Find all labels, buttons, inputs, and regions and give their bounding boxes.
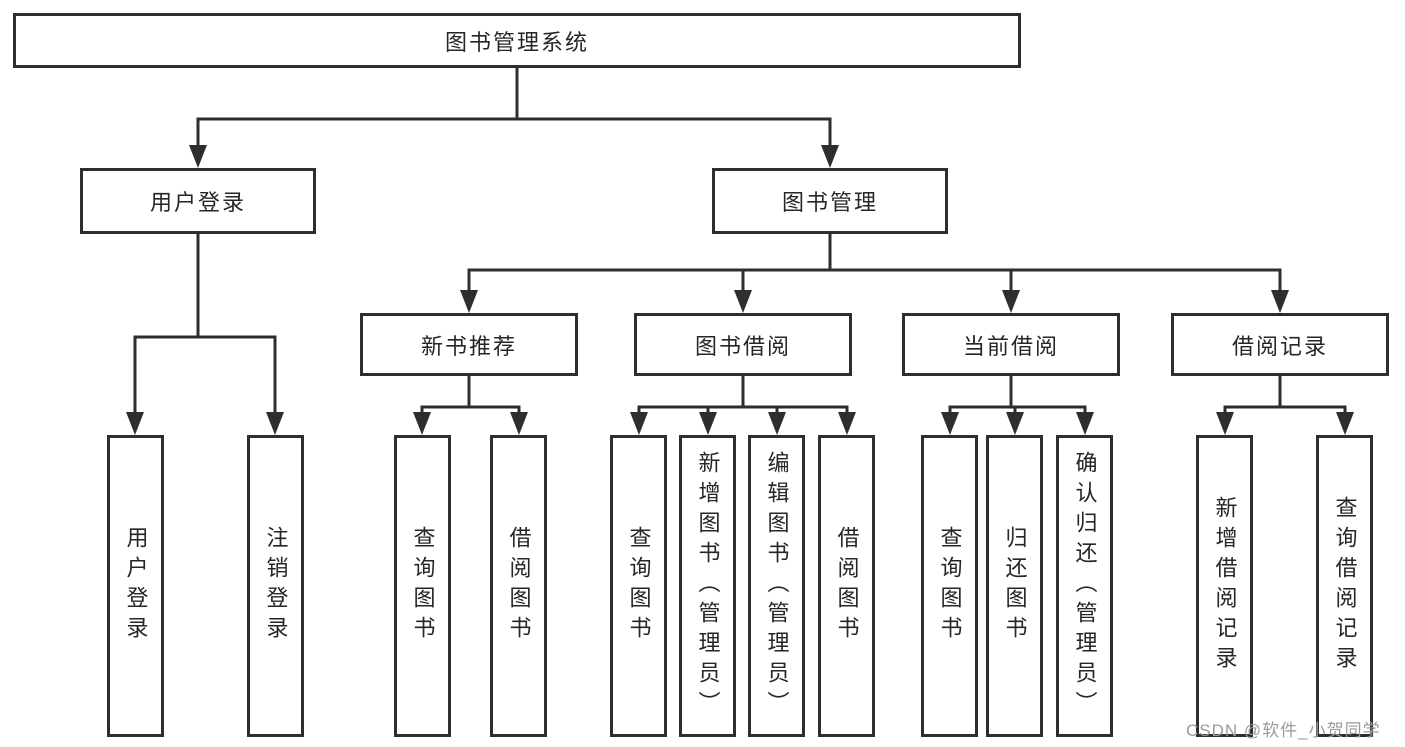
leaf-label: 用户登录 <box>123 526 149 646</box>
leaf-label: 新增借阅记录 <box>1212 496 1238 676</box>
leaf-query-books-borrow: 查询图书 <box>610 435 667 737</box>
connector-borrow-records-children <box>1216 374 1354 435</box>
leaf-label: 编辑图书（管理员） <box>764 451 790 721</box>
leaf-add-borrow-record: 新增借阅记录 <box>1196 435 1253 737</box>
connector-user-login-children <box>126 232 284 435</box>
csdn-watermark: CSDN @软件_小贺同学 <box>1186 721 1381 740</box>
leaf-label: 查询图书 <box>626 526 652 646</box>
leaf-query-books-current: 查询图书 <box>921 435 978 737</box>
leaf-logout: 注销登录 <box>247 435 304 737</box>
node-book-management: 图书管理 <box>712 168 948 234</box>
node-book-borrow: 图书借阅 <box>634 313 852 376</box>
node-label: 新书推荐 <box>420 333 517 359</box>
leaf-label: 查询图书 <box>410 526 436 646</box>
connector-current-borrow-children <box>941 374 1094 435</box>
leaf-edit-book-admin: 编辑图书（管理员） <box>748 435 805 737</box>
leaf-label: 查询图书 <box>937 526 963 646</box>
leaf-borrow-books: 借阅图书 <box>818 435 875 737</box>
node-label: 当前借阅 <box>962 333 1059 359</box>
connector-book-management-children <box>460 232 1289 313</box>
node-library-management-system: 图书管理系统 <box>13 13 1021 68</box>
node-new-book-recommend: 新书推荐 <box>360 313 578 376</box>
node-label: 图书管理系统 <box>444 29 589 55</box>
leaf-add-book-admin: 新增图书（管理员） <box>679 435 736 737</box>
connector-root-to-level2 <box>189 66 839 168</box>
node-label: 借阅记录 <box>1231 333 1328 359</box>
connector-book-borrow-children <box>630 374 856 435</box>
leaf-confirm-return-admin: 确认归还（管理员） <box>1056 435 1113 737</box>
node-label: 图书管理 <box>781 190 878 215</box>
leaf-label: 查询借阅记录 <box>1332 496 1358 676</box>
leaf-label: 借阅图书 <box>834 526 860 646</box>
node-current-borrow: 当前借阅 <box>902 313 1120 376</box>
node-label: 用户登录 <box>149 190 246 215</box>
node-user-login: 用户登录 <box>80 168 316 234</box>
leaf-query-borrow-record: 查询借阅记录 <box>1316 435 1373 737</box>
connector-new-book-recommend-children <box>413 374 528 435</box>
leaf-user-login: 用户登录 <box>107 435 164 737</box>
leaf-return-book: 归还图书 <box>986 435 1043 737</box>
leaf-label: 借阅图书 <box>506 526 532 646</box>
leaf-query-books-recommend: 查询图书 <box>394 435 451 737</box>
leaf-label: 归还图书 <box>1002 526 1028 646</box>
node-label: 图书借阅 <box>694 333 791 359</box>
leaf-label: 确认归还（管理员） <box>1072 451 1098 721</box>
leaf-label: 新增图书（管理员） <box>695 451 721 721</box>
node-borrow-records: 借阅记录 <box>1171 313 1389 376</box>
leaf-label: 注销登录 <box>263 526 289 646</box>
leaf-borrow-books-recommend: 借阅图书 <box>490 435 547 737</box>
